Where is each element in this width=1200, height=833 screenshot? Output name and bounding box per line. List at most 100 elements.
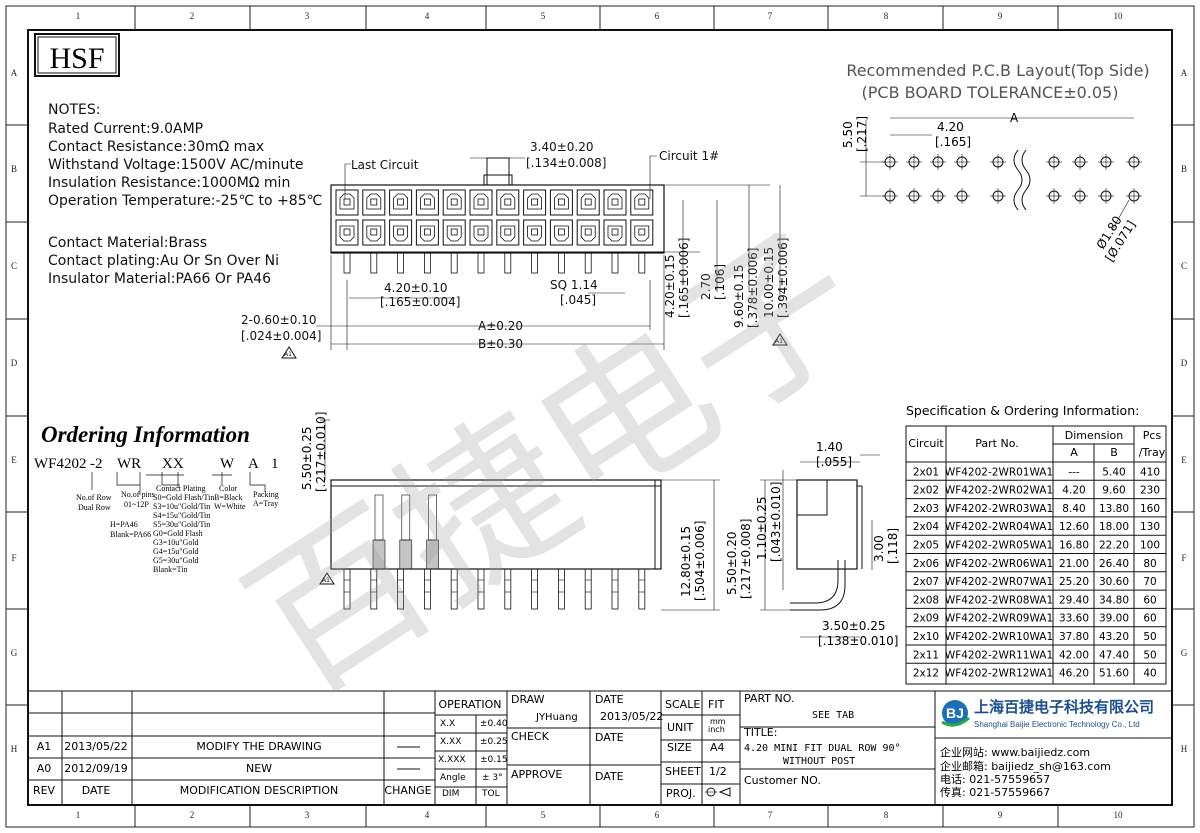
spec-cell: 29.40 [1059,594,1089,606]
svg-text:FIT: FIT [708,698,725,711]
spec-cell: 39.00 [1099,613,1129,625]
spec-cell: 60 [1143,594,1156,606]
svg-text:A=Tray: A=Tray [253,499,278,508]
spec-cell: 37.80 [1059,631,1089,643]
svg-text:± 3°: ± 3° [482,773,503,783]
side-dim-550: 5.50±0.25 [300,427,314,491]
spec-cell: WF4202-2WR09WA1 [945,613,1053,625]
grid-col-label: 10 [1114,810,1124,820]
rev-mark-triangle: A1 [772,333,788,346]
pin [477,252,485,274]
contact-cavity [335,219,359,246]
spec-cell: 60 [1143,613,1156,625]
spec-cell: 33.60 [1059,613,1089,625]
contact-cavity [362,189,386,216]
svg-text:±0.25: ±0.25 [480,737,508,747]
front-view [330,157,665,274]
svg-text:TOL: TOL [481,789,500,799]
svg-text:inch: inch [708,725,725,734]
svg-text:Blank=Tin: Blank=Tin [153,565,187,574]
note-line: Operation Temperature:-25℃ to +85℃ [48,193,322,209]
svg-text:2013/05/22: 2013/05/22 [600,710,663,723]
svg-text:No.of Row: No.of Row [76,493,112,502]
spec-cell: 2x08 [913,594,939,606]
svg-text:01~12P: 01~12P [124,500,149,509]
spec-cell: 2x12 [913,668,939,680]
svg-text:W=White: W=White [214,502,246,511]
svg-text:Packing: Packing [253,490,279,499]
spec-cell: WF4202-2WR10WA1 [945,631,1053,643]
pcb-tolerance: (PCB BOARD TOLERANCE±0.05) [862,83,1119,102]
svg-text:DIM: DIM [442,789,459,799]
svg-text:BJ: BJ [946,705,964,721]
rev-header: MODIFICATION DESCRIPTION [180,784,339,797]
svg-text:4.20 MINI FIT DUAL ROW 90°: 4.20 MINI FIT DUAL ROW 90° [744,743,901,754]
svg-text:Color: Color [219,484,238,493]
svg-text:A1: A1 [322,577,330,584]
spec-cell: WF4202-2WR02WA1 [945,485,1053,497]
code-part: WF4202 [34,456,87,472]
side-view: 5.50±0.25 [.217±0.010] 12.80±0.15 [.504±… [300,412,720,611]
grid-col-label: 3 [305,810,310,820]
right-dim-300: 3.00 [872,535,886,562]
spec-cell: 5.40 [1102,466,1125,478]
spec-cell: 410 [1140,466,1160,478]
grid-row-label: C [1181,261,1187,271]
svg-text:X.XX: X.XX [440,737,461,747]
svg-text:G4=15u"Gold: G4=15u"Gold [153,547,199,556]
pcb-dim-pitch: 4.20 [937,120,964,134]
pin [558,568,565,610]
company-website: 企业网站: www.baijiedz.com [940,745,1090,759]
dim-v1: 4.20±0.15 [663,255,677,319]
svg-text:S3=10u"Gold/Tin: S3=10u"Gold/Tin [153,502,210,511]
spec-cell: 130 [1140,521,1160,533]
svg-text:X.XXX: X.XXX [438,755,466,765]
rev-cell: NEW [246,762,272,775]
rev-cell: 2013/05/22 [64,740,127,753]
ordering-info: Ordering Information WF4202 -2 WR XX W A… [34,422,279,574]
pcb-dim-pitch-in: [.165] [935,135,971,149]
spec-cell: 230 [1140,485,1160,497]
spec-cell: 12.60 [1059,521,1089,533]
dim-pitch-in: [.165±0.004] [380,295,461,309]
right-dim-350: 3.50±0.25 [822,619,886,633]
last-circuit-label: Last Circuit [351,158,419,172]
contact-cavity [496,219,520,246]
contact-cavity [523,189,547,216]
pcb-title: Recommended P.C.B Layout(Top Side) [846,61,1149,80]
svg-text:PART NO.: PART NO. [744,692,794,705]
grid-col-label: 2 [190,11,195,21]
spec-header: /Tray [1139,446,1166,459]
grid-row-label: D [1181,358,1188,368]
pcb-dim-a: A [1010,111,1019,125]
title-block: A1 2013/05/22 MODIFY THE DRAWING A0 2012… [28,690,1172,805]
hsf-logo: HSF [34,33,120,77]
rev-cell: A1 [37,740,52,753]
svg-text:Customer NO.: Customer NO. [744,774,821,787]
grid-col-label: 4 [425,810,430,820]
contact-cavity [523,219,547,246]
spec-cell: 100 [1140,540,1160,552]
contact-cavity [415,189,439,216]
contact-cavity [496,189,520,216]
dim-latch-in: [.134±0.008] [526,156,607,170]
rev-mark-triangle: A1 [281,346,297,359]
svg-text:TITLE:: TITLE: [743,726,777,739]
contact-cavity [389,219,413,246]
spec-cell: --- [1068,466,1080,478]
contact-cavity [389,189,413,216]
contact-cavity [603,219,627,246]
pin [504,568,512,610]
code-part: W [220,456,235,472]
material-line: Insulator Material:PA66 Or PA46 [48,271,271,287]
spec-cell: 2x06 [913,558,940,570]
spec-cell: WF4202-2WR08WA1 [945,594,1053,606]
spec-cell: 51.60 [1099,668,1129,680]
grid-col-label: 7 [768,810,773,820]
grid-col-label: 6 [655,810,660,820]
svg-text:X.X: X.X [440,719,455,729]
operation-label: OPERATION [439,698,502,711]
company-logo: BJ [941,700,970,727]
dim-post-in: [.024±0.004] [241,329,322,343]
svg-text:WITHOUT POST: WITHOUT POST [783,756,855,767]
